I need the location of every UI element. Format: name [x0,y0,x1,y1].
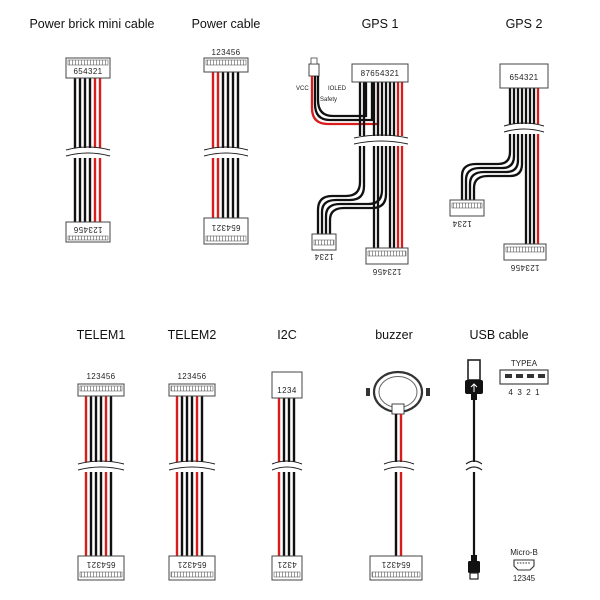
buzzer-cable: buzzer 654321 [366,328,430,581]
power-cable-title: Power cable [192,17,261,31]
bottom-pin-label: 654321 [381,560,410,569]
safety-label: Safety [320,97,337,103]
i2c-cable: I2C 1234 4321 [271,328,303,581]
bottom-pin-label: 4321 [277,560,297,569]
bottom-pin-label: 123456 [73,225,102,234]
telem2-cable: TELEM2 123456 654321 [168,328,217,581]
connector-top [499,63,549,89]
typea-port [499,369,549,385]
telem1-title: TELEM1 [77,328,126,342]
vcc-label: VCC [296,86,309,92]
bottom-right-pin-label: 123456 [372,267,401,276]
power-cable: Power cable 123456 654321 [192,17,261,245]
microb-pins: 12345 [513,574,536,583]
ioled-label: IOLED [328,86,347,92]
power-brick-mini-title: Power brick mini cable [29,17,154,31]
bottom-left-pin-label: 1234 [452,219,472,228]
telem1-cable: TELEM1 123456 654321 [77,328,126,581]
gps1-cable: GPS 1 VCC IOLED Safety 87654321 [296,17,409,276]
typea-pins: 4 3 2 1 [508,388,540,397]
usb-typea-plug [467,359,481,381]
side-connector [308,63,320,77]
gps2-cable: GPS 2 654321 1234 123456 [449,17,549,272]
gps2-title: GPS 2 [506,17,543,31]
typea-label: TYPEA [511,359,538,368]
top-pin-label: 123456 [86,372,115,381]
top-pin-label: 654321 [509,73,538,82]
usb-title: USB cable [469,328,528,342]
bottom-right-pin-label: 123456 [510,263,539,272]
top-pin-label: 654321 [73,67,102,76]
usb-microb-plug [468,561,480,573]
microb-label: Micro-B [510,548,538,557]
gps1-title: GPS 1 [362,17,399,31]
bottom-pin-label: 654321 [177,560,206,569]
usb-cable: USB cable TYPEA 4 3 2 1 Micro-B 12345 [465,328,549,583]
top-pin-label: 87654321 [361,69,400,78]
power-brick-mini-cable: Power brick mini cable 654321 123456 [29,17,155,243]
i2c-title: I2C [277,328,296,342]
top-pin-label: 123456 [177,372,206,381]
buzzer-terminal [391,403,405,415]
connector-top [271,371,303,399]
buzzer-title: buzzer [375,328,413,342]
bottom-left-pin-label: 1234 [314,252,334,261]
connector-top [351,63,409,83]
bottom-pin-label: 654321 [86,560,115,569]
bottom-pin-label: 654321 [211,223,240,232]
top-pin-label: 1234 [277,386,297,395]
microb-port [513,559,535,571]
top-pin-label: 123456 [211,48,240,57]
telem2-title: TELEM2 [168,328,217,342]
